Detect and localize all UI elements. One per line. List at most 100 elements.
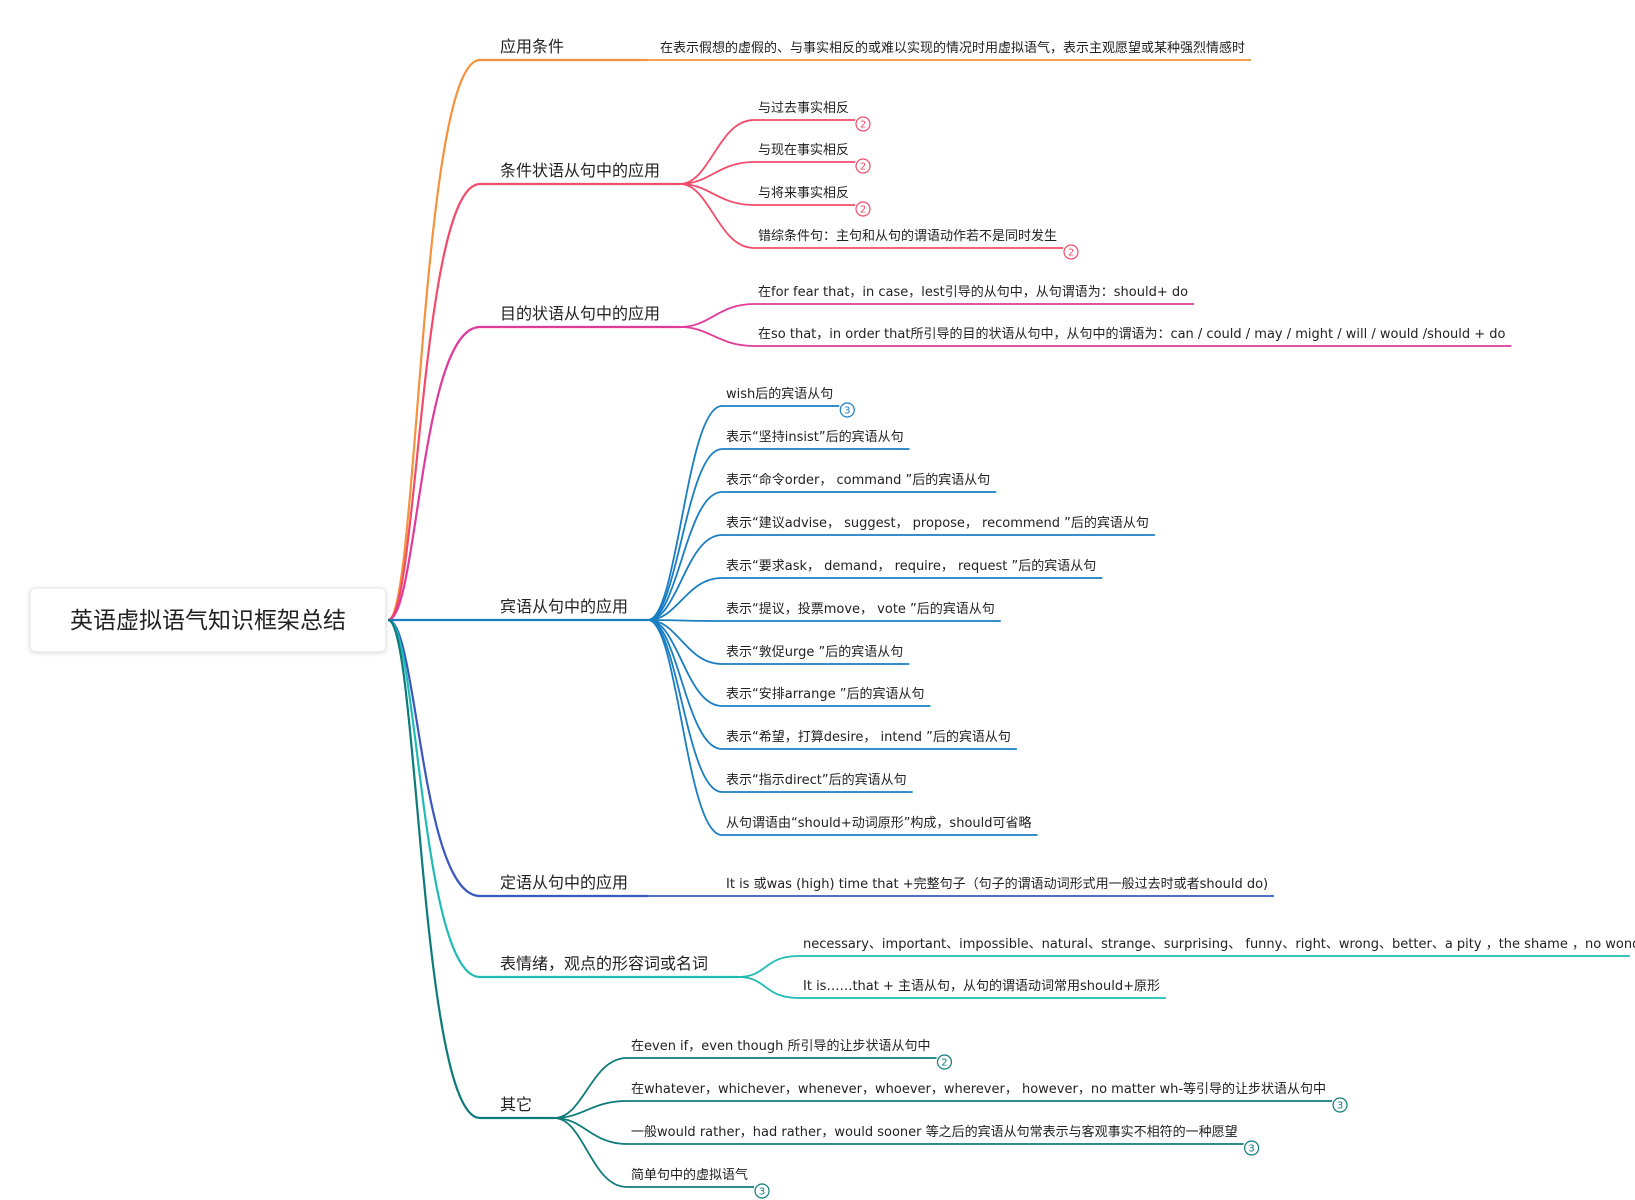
child-label: 表示“希望，打算desire， intend ”后的宾语从句: [726, 729, 1011, 745]
root-node-label: 英语虚拟语气知识框架总结: [70, 608, 346, 634]
badge-circle: [855, 116, 871, 132]
child-node[interactable]: 错综条件句：主句和从句的谓语动作若不是同时发生 2: [758, 228, 1079, 260]
child-connector: [679, 183, 856, 206]
badge-circle: [1063, 244, 1079, 260]
badge-circle: [855, 201, 871, 217]
collapsed-count-badge[interactable]: 2: [1063, 244, 1079, 260]
badge-count: 2: [860, 120, 866, 131]
child-label: 表示“指示direct”后的宾语从句: [726, 772, 907, 788]
child-label: 表示“建议advise， suggest， propose， recommend…: [726, 515, 1149, 531]
child-node[interactable]: 与过去事实相反 2: [758, 101, 871, 132]
child-label: 与过去事实相反: [758, 101, 849, 116]
child-connector: [679, 119, 856, 185]
branch-node[interactable]: 应用条件: [500, 37, 564, 56]
collapsed-count-badge[interactable]: 3: [839, 402, 855, 418]
child-connector: [647, 577, 1103, 621]
child-label: 在whatever，whichever，whenever，whoever，whe…: [631, 1081, 1326, 1097]
collapsed-count-badge[interactable]: 3: [1244, 1140, 1260, 1156]
child-label: 错综条件句：主句和从句的谓语动作若不是同时发生: [758, 228, 1057, 244]
badge-count: 3: [844, 406, 850, 417]
child-connector: [737, 976, 1166, 999]
child-node[interactable]: 在even if，even though 所引导的让步状语从句中 2: [631, 1038, 953, 1070]
root-node-box: [29, 587, 387, 653]
child-label: 表示“敦促urge ”后的宾语从句: [726, 644, 903, 660]
child-label: 与将来事实相反: [758, 186, 849, 201]
child-node[interactable]: 表示“指示direct”后的宾语从句: [726, 772, 907, 788]
badge-circle: [1244, 1140, 1260, 1156]
child-node[interactable]: 与将来事实相反 2: [758, 186, 871, 217]
badge-circle: [936, 1054, 953, 1070]
child-connector: [647, 619, 913, 793]
child-connector: [647, 405, 840, 621]
child-connector: [553, 1117, 1244, 1145]
child-node[interactable]: It is 或was (high) time that +完整句子（句子的谓语动…: [726, 876, 1268, 892]
child-label: It is 或was (high) time that +完整句子（句子的谓语动…: [726, 876, 1268, 892]
child-node[interactable]: 在表示假想的虚假的、与事实相反的或难以实现的情况时用虚拟语气，表示主观愿望或某种…: [660, 40, 1245, 56]
child-node[interactable]: 从句谓语由“should+动词原形”构成，should可省略: [726, 815, 1032, 831]
badge-circle: [839, 402, 855, 418]
branch-node[interactable]: 其它: [500, 1095, 532, 1114]
root-node[interactable]: 英语虚拟语气知识框架总结: [29, 587, 387, 653]
child-node[interactable]: 表示“敦促urge ”后的宾语从句: [726, 644, 903, 660]
child-connector: [679, 326, 1512, 347]
child-label: 从句谓语由“should+动词原形”构成，should可省略: [726, 815, 1032, 831]
child-node[interactable]: 表示“提议，投票move， vote ”后的宾语从句: [726, 601, 995, 617]
child-node[interactable]: 一般would rather，had rather，would sooner 等…: [631, 1124, 1260, 1156]
badge-count: 3: [1248, 1144, 1254, 1155]
child-label: It is……that + 主语从句，从句的谓语动词常用should+原形: [803, 978, 1160, 994]
collapsed-count-badge[interactable]: 2: [855, 201, 871, 217]
branch-connector: [387, 618, 554, 1120]
child-node[interactable]: 在whatever，whichever，whenever，whoever，whe…: [631, 1081, 1348, 1113]
child-label: 在even if，even though 所引导的让步状语从句中: [631, 1038, 930, 1054]
collapsed-count-badge[interactable]: 3: [1332, 1097, 1348, 1113]
collapsed-count-badge[interactable]: 2: [855, 158, 871, 174]
badge-count: 2: [941, 1058, 947, 1069]
badge-circle: [1332, 1097, 1348, 1113]
child-node[interactable]: necessary、important、impossible、natural、s…: [803, 937, 1635, 952]
child-connector: [679, 161, 856, 185]
child-connector: [679, 303, 1195, 328]
child-node[interactable]: 表示“希望，打算desire， intend ”后的宾语从句: [726, 729, 1011, 745]
child-label: necessary、important、impossible、natural、s…: [803, 937, 1635, 952]
branch-node[interactable]: 目的状语从句中的应用: [500, 304, 660, 323]
child-node[interactable]: 在so that，in order that所引导的目的状语从句中，从句中的谓语…: [758, 326, 1506, 342]
child-label: 表示“安排arrange ”后的宾语从句: [726, 686, 925, 702]
child-label: 一般would rather，had rather，would sooner 等…: [631, 1124, 1238, 1140]
child-node[interactable]: It is……that + 主语从句，从句的谓语动词常用should+原形: [803, 978, 1160, 994]
child-node[interactable]: 表示“坚持insist”后的宾语从句: [726, 429, 904, 445]
branch-node[interactable]: 表情绪，观点的形容词或名词: [500, 954, 708, 973]
child-node[interactable]: 表示“安排arrange ”后的宾语从句: [726, 686, 925, 702]
branch-connector: [387, 325, 680, 622]
child-label: 表示“命令order， command ”后的宾语从句: [726, 472, 990, 488]
child-node[interactable]: 表示“命令order， command ”后的宾语从句: [726, 472, 990, 488]
child-connector: [647, 448, 910, 621]
branch-node[interactable]: 条件状语从句中的应用: [500, 161, 660, 180]
child-connector: [647, 619, 1038, 836]
child-label: 在表示假想的虚假的、与事实相反的或难以实现的情况时用虚拟语气，表示主观愿望或某种…: [660, 40, 1245, 56]
collapsed-count-badge[interactable]: 2: [936, 1054, 953, 1070]
branch-node[interactable]: 定语从句中的应用: [500, 873, 628, 892]
branch-node[interactable]: 宾语从句中的应用: [500, 597, 628, 616]
branch-connector: [387, 618, 648, 898]
badge-count: 2: [860, 162, 866, 173]
branch-connector: [387, 58, 648, 622]
child-connector: [553, 1057, 937, 1119]
collapsed-count-badge[interactable]: 2: [855, 116, 871, 132]
collapsed-count-badge[interactable]: 3: [754, 1183, 770, 1199]
branch-label: 宾语从句中的应用: [500, 597, 628, 616]
child-connector: [647, 619, 931, 707]
branch-label: 应用条件: [500, 37, 564, 56]
child-node[interactable]: 在for fear that，in case，lest引导的从句中，从句谓语为：…: [758, 284, 1188, 300]
child-connector: [647, 619, 1001, 622]
connector-lines: [387, 58, 1630, 1188]
branch-connector: [387, 182, 680, 622]
child-label: 在for fear that，in case，lest引导的从句中，从句谓语为：…: [758, 284, 1188, 300]
child-connector: [679, 183, 1064, 249]
child-label: 表示“坚持insist”后的宾语从句: [726, 429, 904, 445]
child-connector: [647, 619, 1017, 750]
child-node[interactable]: 表示“建议advise， suggest， propose， recommend…: [726, 515, 1149, 531]
child-node[interactable]: 表示“要求ask， demand， require， request ”后的宾语…: [726, 558, 1096, 574]
